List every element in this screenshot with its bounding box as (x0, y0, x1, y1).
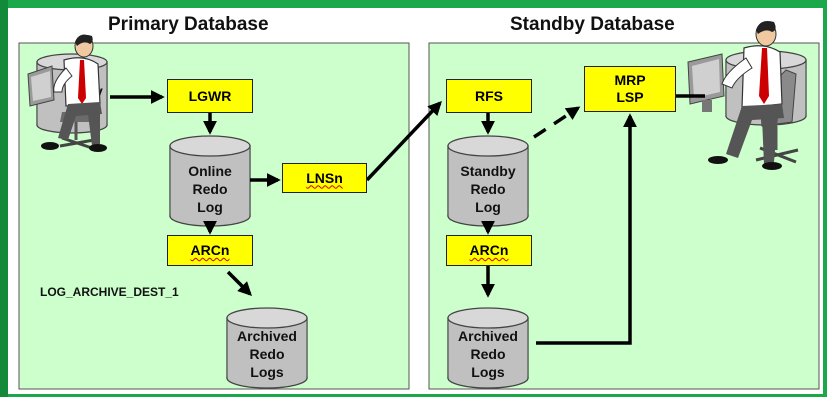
standby-redo-log-cylinder (447, 135, 529, 227)
mrp-label: MRP (614, 72, 646, 88)
arrow-arcn-to-archived (226, 270, 252, 296)
rfs-process-box: RFS (446, 79, 532, 113)
lnsn-process-box: LNSn (282, 163, 367, 193)
standby-archived-logs-label: Archived Redo Logs (458, 328, 518, 380)
primary-archived-logs-label: Archived Redo Logs (237, 328, 297, 380)
standby-arcn-process-box: ARCn (446, 235, 532, 266)
standby-redo-log-label: Standby Redo Log (460, 163, 516, 215)
arrow-archived-to-mrp (536, 113, 637, 345)
mrp-lsp-process-box: MRP LSP (584, 66, 676, 112)
lgwr-label: LGWR (188, 87, 232, 104)
primary-archived-logs-cylinder (226, 307, 308, 389)
primary-arcn-label: ARCn (190, 242, 230, 258)
primary-panel-title: Primary Database (108, 14, 269, 35)
lnsn-label: LNSn (306, 169, 343, 186)
arrow-lnsn-to-rfs (365, 100, 442, 182)
frame-left-strip (0, 0, 8, 397)
arrow-standby-redo-to-mrp (533, 106, 581, 139)
online-redo-log-cylinder (169, 135, 251, 227)
standby-person-icon (687, 21, 799, 170)
online-redo-log-label: Online Redo Log (188, 163, 232, 215)
rfs-label: RFS (475, 87, 503, 104)
standby-panel-title: Standby Database (510, 14, 675, 35)
primary-arcn-process-box: ARCn (167, 235, 253, 266)
lsp-label: LSP (616, 89, 644, 105)
standby-archived-logs-cylinder (447, 307, 529, 389)
lgwr-process-box: LGWR (167, 79, 253, 113)
primary-person-icon (27, 34, 107, 152)
log-archive-dest-label: LOG_ARCHIVE_DEST_1 (40, 285, 179, 299)
standby-arcn-label: ARCn (469, 242, 509, 258)
